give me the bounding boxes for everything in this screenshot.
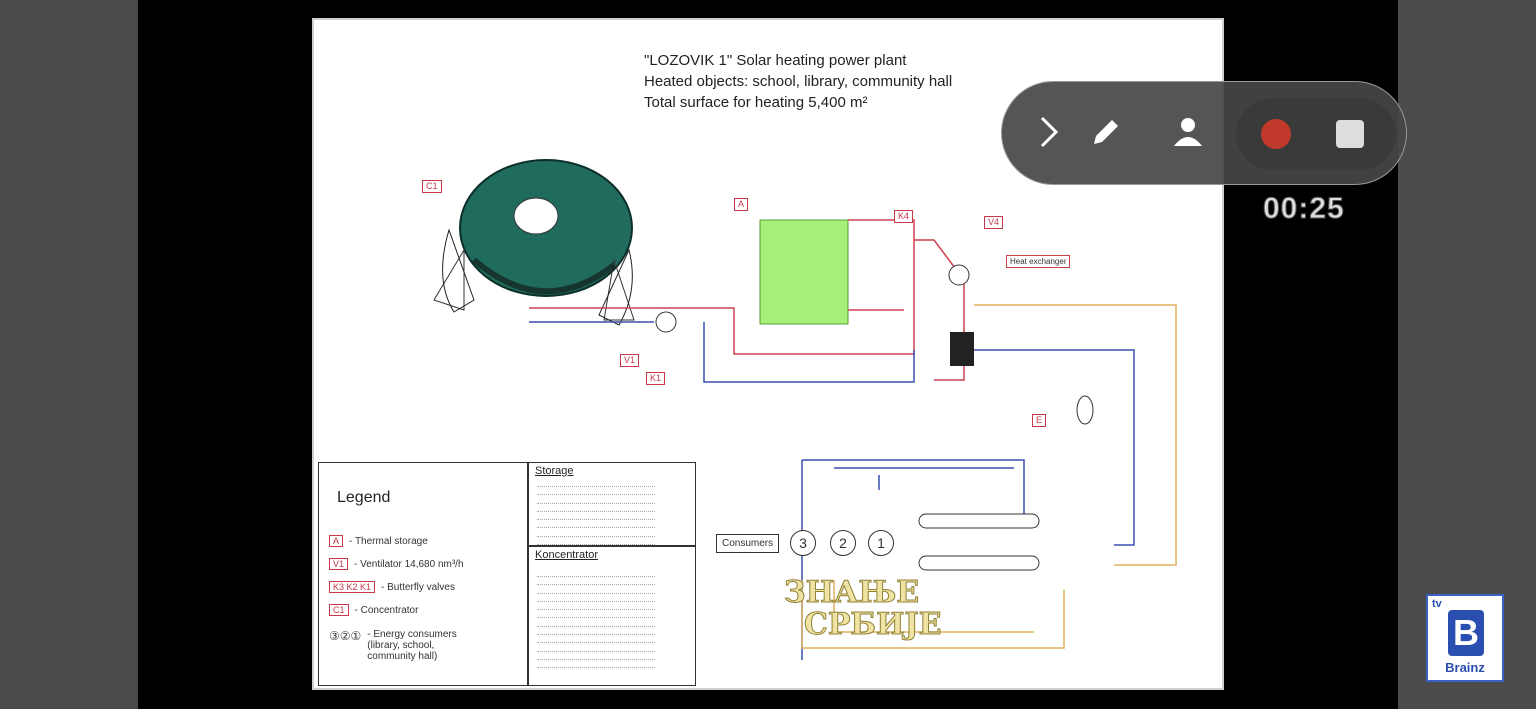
- legend-item: V1 - Ventilator 14,680 nm³/h: [329, 558, 464, 570]
- label-k4: K4: [894, 210, 914, 223]
- legend-item: C1 - Concentrator: [329, 604, 418, 616]
- brainz-logo: tv B Brainz: [1426, 594, 1504, 682]
- label-v4: V4: [984, 216, 1004, 229]
- legend-item: A - Thermal storage: [329, 535, 428, 547]
- concentrator-spec-box: Koncentrator: [528, 546, 696, 686]
- label-k1: K1: [646, 372, 666, 385]
- consumer-1: 1: [868, 530, 894, 556]
- consumer-3: 3: [790, 530, 816, 556]
- stop-icon[interactable]: [1330, 114, 1370, 154]
- thermal-storage: [759, 219, 849, 325]
- schematic: [433, 159, 1177, 660]
- watermark-line-2: СРБИЈЕ: [803, 607, 942, 642]
- record-icon[interactable]: [1256, 114, 1296, 154]
- legend-text: - Energy consumers (library, school, com…: [367, 629, 457, 662]
- concentrator-spec-lines: [537, 571, 655, 671]
- person-icon[interactable]: [1168, 112, 1208, 152]
- legend-text: - Ventilator 14,680 nm³/h: [354, 558, 464, 570]
- right-letterbox: [1398, 0, 1536, 709]
- logo-name: Brainz: [1445, 660, 1485, 675]
- storage-spec-lines: [537, 481, 655, 556]
- storage-spec-title: Storage: [535, 465, 574, 477]
- legend-item: K3 K2 K1 - Butterfly valves: [329, 581, 455, 593]
- label-a: A: [734, 198, 749, 211]
- slide-title: "LOZOVIK 1" Solar heating power plant He…: [644, 50, 952, 113]
- left-letterbox: [0, 0, 138, 709]
- label-e: E: [1032, 414, 1047, 427]
- legend-text: - Thermal storage: [349, 535, 428, 547]
- title-line-2: Heated objects: school, library, communi…: [644, 73, 953, 90]
- legend-key: K3 K2 K1: [329, 581, 376, 593]
- legend-item: ③②① - Energy consumers (library, school,…: [329, 629, 519, 662]
- legend-key: C1: [329, 604, 349, 616]
- label-heat-exchanger: Heat exchanger: [1006, 255, 1071, 268]
- watermark-line-1: ЗНАЊЕ: [783, 575, 920, 610]
- legend-box: Legend A - Thermal storage V1 - Ventilat…: [318, 462, 528, 686]
- chevron-right-icon[interactable]: [1028, 112, 1068, 152]
- watermark-logo: ЗНАЊЕ СРБИЈЕ: [783, 575, 941, 640]
- recording-toolbar: [1001, 81, 1407, 185]
- legend-key: V1: [329, 558, 349, 570]
- label-v1: V1: [620, 354, 640, 367]
- legend-text: - Butterfly valves: [381, 581, 455, 593]
- heat-exchanger: [950, 332, 974, 366]
- legend-text: - Concentrator: [354, 604, 419, 616]
- logo-letter: B: [1448, 610, 1484, 656]
- concentrator-spec-title: Koncentrator: [535, 549, 598, 561]
- record-controls: [1236, 98, 1396, 170]
- recording-timer: 00:25: [1263, 192, 1345, 226]
- consumers-label: Consumers: [716, 534, 780, 553]
- concentrator-dish: [433, 159, 635, 326]
- consumer-2: 2: [830, 530, 856, 556]
- legend-key: ③②①: [329, 629, 362, 643]
- logo-tv: tv: [1432, 598, 1442, 610]
- label-c1: C1: [422, 180, 442, 193]
- pencil-icon[interactable]: [1086, 112, 1126, 152]
- legend-title: Legend: [337, 489, 391, 506]
- title-line-3: Total surface for heating 5,400 m²: [644, 94, 868, 111]
- legend-key: A: [329, 535, 344, 547]
- title-line-1: "LOZOVIK 1" Solar heating power plant: [644, 52, 907, 69]
- storage-spec-box: Storage: [528, 462, 696, 554]
